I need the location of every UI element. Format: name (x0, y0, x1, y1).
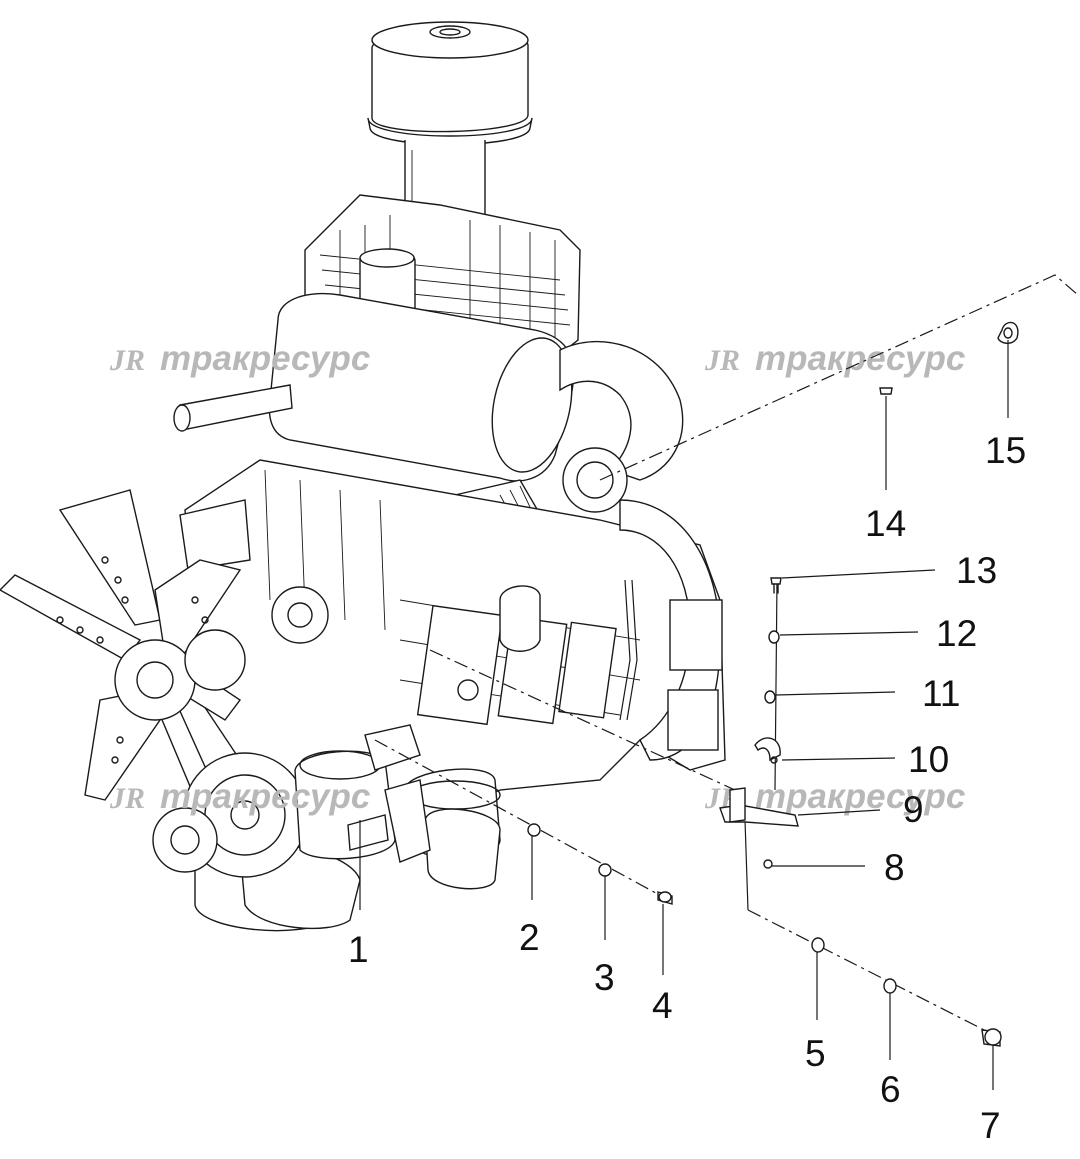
svg-text:тракресурс: тракресурс (755, 777, 965, 816)
bracket-icon (719, 787, 799, 827)
callout-14: 14 (865, 503, 906, 544)
callout-8: 8 (884, 847, 905, 888)
callout-4: 4 (652, 985, 673, 1026)
callout-12: 12 (936, 613, 977, 654)
callout-15: 15 (985, 430, 1026, 471)
watermark-right: JR тракресурс (704, 339, 965, 378)
callout-13: 13 (956, 550, 997, 591)
bolt-icon (657, 891, 673, 905)
svg-text:тракресурс: тракресурс (755, 339, 965, 378)
clamp-icon (997, 321, 1019, 344)
bolt-icon (879, 387, 893, 395)
bolt-icon (981, 1028, 1002, 1047)
nut-icon (763, 859, 773, 869)
assembly-axis-lines (374, 274, 1079, 1039)
dipstick (499, 579, 638, 721)
callout-2: 2 (519, 917, 540, 958)
engine-assembly-icon (0, 21, 726, 932)
callout-11: 11 (922, 673, 960, 714)
pulleys (152, 586, 329, 878)
svg-text:JR: JR (109, 344, 145, 377)
callout-9: 9 (903, 789, 924, 830)
svg-text:тракресурс: тракресурс (160, 339, 370, 378)
svg-text:JR: JR (704, 344, 740, 377)
callout-1: 1 (348, 929, 369, 970)
svg-text:JR: JR (109, 782, 145, 815)
oil-filters (404, 768, 501, 890)
leader-lines (359, 340, 1009, 1090)
callout-labels: 1 2 3 4 5 6 7 8 9 10 11 12 13 14 15 (348, 430, 1026, 1146)
watermark-left: JR тракресурс (109, 339, 370, 378)
callout-10: 10 (908, 739, 949, 780)
starter (294, 724, 431, 863)
callout-3: 3 (594, 957, 615, 998)
callout-6: 6 (880, 1069, 901, 1110)
watermark-bottom-left: JR тракресурс (109, 777, 370, 816)
washer-icon (527, 630, 897, 994)
muffler (173, 292, 575, 482)
bolt-icon (770, 577, 782, 594)
clamp-icon (754, 737, 781, 764)
callout-5: 5 (805, 1033, 826, 1074)
callout-7: 7 (980, 1105, 1001, 1146)
svg-text:тракресурс: тракресурс (160, 777, 370, 816)
